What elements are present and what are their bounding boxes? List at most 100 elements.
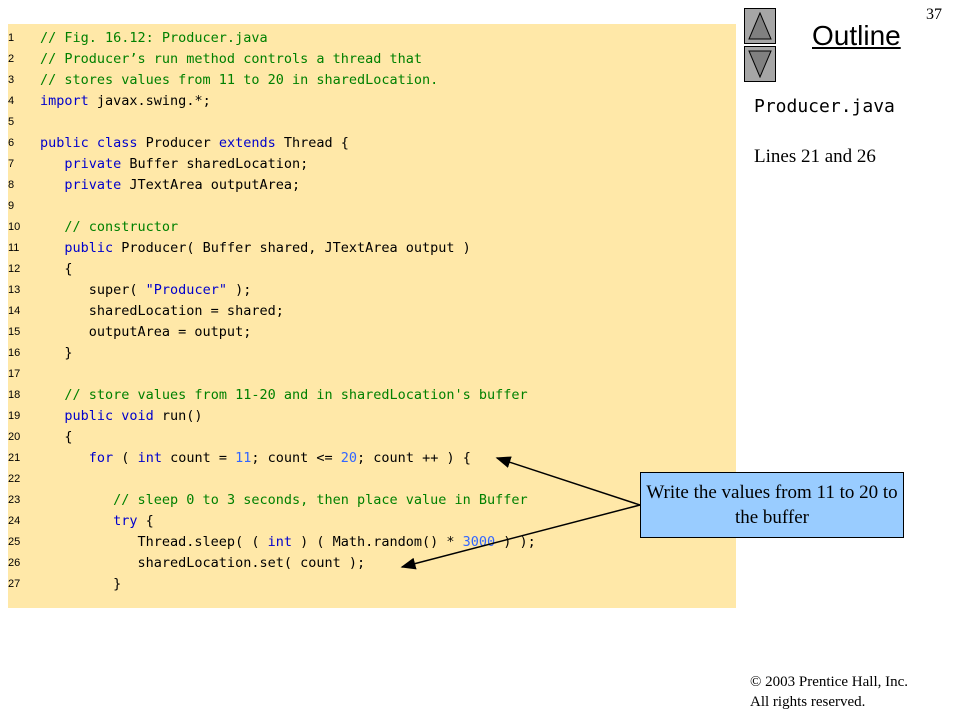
- code-line: 2 // Producer’s run method controls a thr…: [8, 49, 736, 70]
- code-token: for: [88, 450, 114, 466]
- line-number: 22: [8, 473, 21, 485]
- code-line: 21 for ( int count = 11; count <= 20; co…: [8, 448, 736, 469]
- code-token: [40, 387, 64, 403]
- code-token: int: [267, 534, 292, 550]
- code-text: }: [40, 343, 73, 364]
- line-number: 13: [8, 284, 21, 296]
- code-token: // store values from 11-20 and in shared…: [64, 387, 528, 403]
- code-token: import: [40, 93, 89, 109]
- code-token: [40, 450, 89, 466]
- code-line: 18 // store values from 11-20 and in sha…: [8, 385, 736, 406]
- code-text: outputArea = output;: [40, 322, 252, 343]
- line-number: 4: [8, 95, 15, 107]
- code-text: sharedLocation = shared;: [40, 301, 284, 322]
- code-text: public class Producer extends Thread {: [40, 133, 349, 154]
- code-token: public: [64, 240, 114, 256]
- code-line: 23 // sleep 0 to 3 seconds, then place v…: [8, 490, 736, 511]
- code-token: {: [40, 429, 73, 445]
- line-number: 21: [8, 452, 21, 464]
- code-line: 24 try {: [8, 511, 736, 532]
- code-token: count =: [161, 450, 236, 466]
- code-token: [40, 177, 64, 193]
- code-token: public void: [64, 408, 154, 424]
- code-line: 1// Fig. 16.12: Producer.java: [8, 28, 736, 49]
- code-token: ; count ++ ) {: [357, 450, 471, 466]
- callout-box: Write the values from 11 to 20 to the bu…: [640, 472, 904, 538]
- code-text: // stores values from 11 to 20 in shared…: [40, 70, 438, 91]
- code-line: 12 {: [8, 259, 736, 280]
- code-token: private: [64, 156, 122, 172]
- code-text: public Producer( Buffer shared, JTextAre…: [40, 238, 471, 259]
- code-text: sharedLocation.set( count );: [40, 553, 366, 574]
- code-token: "Producer": [145, 282, 227, 298]
- code-token: [40, 492, 113, 508]
- previous-slide-button[interactable]: [744, 8, 776, 44]
- code-text: import javax.swing.*;: [40, 91, 211, 112]
- line-number: 11: [8, 242, 20, 254]
- code-line: 19 public void run(): [8, 406, 736, 427]
- lines-note: Lines 21 and 26: [754, 146, 876, 167]
- code-text: {: [40, 259, 72, 280]
- line-number: 19: [8, 410, 21, 422]
- code-token: [40, 513, 113, 529]
- code-token: extends: [218, 135, 276, 151]
- code-token: Thread {: [275, 135, 349, 151]
- line-number: 5: [8, 116, 15, 128]
- line-number: 17: [8, 368, 21, 380]
- code-token: [40, 156, 64, 172]
- code-line: 4 import javax.swing.*;: [8, 91, 736, 112]
- code-token: run(): [153, 408, 203, 424]
- line-number: 12: [8, 263, 21, 275]
- line-number: 24: [8, 515, 21, 527]
- code-token: [40, 408, 64, 424]
- outline-title[interactable]: Outline: [812, 20, 901, 51]
- code-token: Producer: [137, 135, 219, 151]
- code-line: 17: [8, 364, 736, 385]
- code-token: ) );: [495, 534, 536, 550]
- code-token: // Producer’s run method controls a thre…: [40, 51, 423, 67]
- code-listing: 1// Fig. 16.12: Producer.java 2 // Produce…: [8, 24, 736, 608]
- code-token: public class: [40, 135, 138, 151]
- code-line: 5: [8, 112, 736, 133]
- code-token: Producer( Buffer shared, JTextArea outpu…: [113, 240, 471, 256]
- code-token: [40, 219, 64, 235]
- code-text: public void run(): [40, 406, 203, 427]
- copyright-line-2: All rights reserved.: [750, 694, 866, 710]
- code-token: Thread.sleep( (: [40, 534, 268, 550]
- code-line: 3// stores values from 11 to 20 in share…: [8, 70, 736, 91]
- code-text: Thread.sleep( ( int ) ( Math.random() * …: [40, 532, 536, 553]
- line-number: 14: [8, 305, 21, 317]
- line-number: 26: [8, 557, 21, 569]
- code-token: ; count <=: [251, 450, 341, 466]
- code-line: 15 outputArea = output;: [8, 322, 736, 343]
- page-number: 37: [926, 6, 942, 23]
- code-line: 9: [8, 196, 736, 217]
- file-name: Producer.java: [754, 96, 895, 117]
- code-token: super(: [40, 282, 146, 298]
- line-number: 25: [8, 536, 21, 548]
- code-text: // constructor: [40, 217, 178, 238]
- code-text: // Producer’s run method controls a thre…: [40, 49, 422, 70]
- code-token: // stores values from 11 to 20 in shared…: [40, 72, 439, 88]
- triangle-down-icon: [748, 50, 772, 78]
- code-line: 11 public Producer( Buffer shared, JText…: [8, 238, 736, 259]
- code-text: for ( int count = 11; count <= 20; count…: [40, 448, 471, 469]
- code-token: {: [137, 513, 154, 529]
- code-token: }: [40, 345, 73, 361]
- code-line: 20 {: [8, 427, 736, 448]
- next-slide-button[interactable]: [744, 46, 776, 82]
- code-token: sharedLocation.set( count );: [40, 555, 366, 571]
- line-number: 27: [8, 578, 21, 590]
- code-line: 27 }: [8, 574, 736, 595]
- code-token: 3000: [462, 534, 496, 550]
- code-token: // sleep 0 to 3 seconds, then place valu…: [113, 492, 528, 508]
- code-text: // sleep 0 to 3 seconds, then place valu…: [40, 490, 528, 511]
- line-number: 10: [8, 221, 21, 233]
- line-number: 23: [8, 494, 21, 506]
- code-token: try: [113, 513, 138, 529]
- code-text: // Fig. 16.12: Producer.java: [40, 28, 268, 49]
- copyright-notice: © 2003 Prentice Hall, Inc. All rights re…: [750, 672, 908, 712]
- line-number: 2: [8, 53, 15, 65]
- triangle-up-icon: [748, 12, 772, 40]
